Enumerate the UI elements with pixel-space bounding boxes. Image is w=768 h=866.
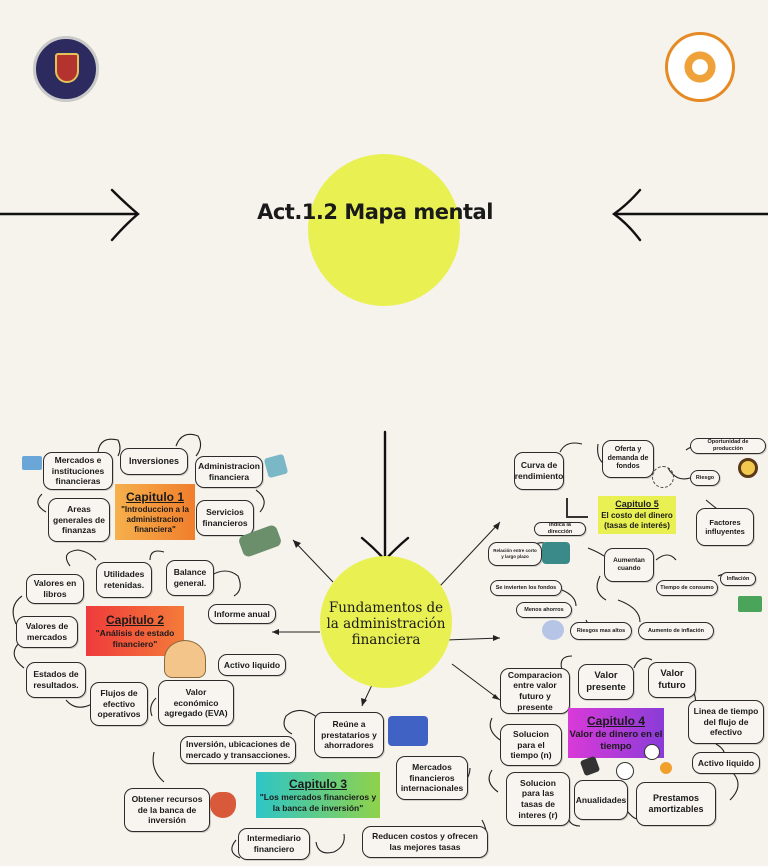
node-inflacion: Inflación [720, 572, 756, 586]
faculty-seal-logo [665, 32, 735, 102]
risk-icon [542, 620, 564, 640]
chapter3-subtitle: "Los mercados financieros y la banca de … [259, 791, 377, 813]
node-aumentan-cuando: Aumentan cuando [604, 548, 654, 582]
gear-people-icon [652, 466, 674, 488]
node-riesgo: Riesgo [690, 470, 720, 486]
person-chart-icon [164, 640, 206, 678]
node-se-invierten-fondos: Se invierten los fondos [490, 580, 562, 596]
chapter3-box: Capitulo 3 "Los mercados financieros y l… [256, 772, 380, 818]
chapter1-title: Capitulo 1 [125, 489, 184, 504]
node-curva-rendimiento: Curva de rendimiento [514, 452, 564, 490]
node-administracion-financiera: Administracion financiera [195, 456, 263, 488]
node-menos-ahorros: Menos ahorros [516, 602, 572, 618]
node-reune-prestatarios: Reúne a prestatarios y ahorradores [314, 712, 384, 758]
node-intermediario-financiero: Intermediario financiero [238, 828, 310, 860]
node-riesgos-altos: Riesgos mas altos [570, 622, 632, 640]
central-topic: Fundamentos de la administración financi… [326, 600, 446, 649]
node-valores-mercados: Valores de mercados [16, 616, 78, 648]
chapter4-title: Capitulo 4 [586, 713, 645, 728]
node-indica-direccion: Indica la dirección [534, 522, 586, 536]
node-activo-liquido-2: Activo liquido [218, 654, 286, 676]
page-title: Act.1.2 Mapa mental [257, 200, 493, 224]
cashier-icon [388, 716, 428, 746]
node-valores-libros: Valores en libros [26, 574, 84, 604]
gold-coin-icon [660, 762, 672, 774]
node-valor-economico: Valor económico agregado (EVA) [158, 680, 234, 726]
handshake-icon-2 [542, 542, 570, 564]
node-balance-general: Balance general. [166, 560, 214, 596]
node-activo-liquido-4: Activo liquido [692, 752, 760, 774]
node-mercados-internacionales: Mercados financieros internacionales [396, 756, 468, 800]
clock-icon [644, 744, 660, 760]
node-reducen-costos: Reducen costos y ofrecen las mejores tas… [362, 826, 488, 858]
node-estados-resultados: Estados de resultados. [26, 662, 86, 698]
university-seal-logo [33, 36, 99, 102]
node-utilidades-retenidas: Utilidades retenidas. [96, 562, 152, 598]
node-aumento-inflacion: Aumento de inflación [638, 622, 714, 640]
title-circle [308, 154, 460, 306]
chapter2-title: Capitulo 2 [105, 612, 164, 627]
chapter5-title: Capitulo 5 [615, 499, 659, 510]
central-topic-circle [320, 556, 452, 688]
node-obtener-recursos: Obtener recursos de la banca de inversió… [124, 788, 210, 832]
node-areas-generales: Areas generales de finanzas [48, 498, 110, 542]
node-comparacion-valores: Comparacion entre valor futuro y present… [500, 668, 570, 714]
node-informe-anual: Informe anual [208, 604, 276, 624]
chapter1-box: Capitulo 1 "Introduccion a la administra… [115, 484, 195, 540]
node-linea-tiempo: Linea de tiempo del flujo de efectivo [688, 700, 764, 744]
node-relacion-plazo: Relación entre corto y largo plazo [488, 542, 542, 566]
money-bag-icon [210, 792, 236, 818]
chapter1-subtitle: "Introduccion a la administracion financ… [121, 504, 189, 534]
node-mercados-instituciones: Mercados e instituciones financieras [43, 452, 113, 490]
node-factores-influyentes: Factores influyentes [696, 508, 754, 546]
magnifier-icon [738, 458, 758, 478]
node-prestamos-amortizables: Prestamos amortizables [636, 782, 716, 826]
node-inversion-ubicaciones: Inversión, ubicaciones de mercado y tran… [180, 736, 296, 764]
money-icon [22, 456, 42, 470]
dollar-arrow-icon [738, 596, 762, 612]
chapter2-subtitle: "Análisis de estado financiero" [95, 627, 175, 649]
chapter5-box: Capitulo 5 El costo del dinero (tasas de… [598, 496, 676, 534]
chapter4-subtitle: Valor de dinero en el tiempo [569, 728, 663, 752]
node-anualidades: Anualidades [574, 780, 628, 820]
node-tiempo-consumo: Tiempo de consumo [656, 580, 718, 596]
node-oferta-demanda: Oferta y demanda de fondos [602, 440, 654, 478]
node-inversiones: Inversiones [120, 448, 188, 475]
node-servicios-financieros: Servicios financieros [196, 500, 254, 536]
growth-chart-icon [566, 498, 588, 518]
node-valor-futuro: Valor futuro [648, 662, 696, 698]
node-valor-presente: Valor presente [578, 664, 634, 700]
chapter5-subtitle: El costo del dinero (tasas de interés) [601, 510, 673, 530]
node-solucion-tiempo: Solucion para el tiempo (n) [500, 724, 562, 766]
coin-icon [616, 762, 634, 780]
chapter3-title: Capitulo 3 [288, 776, 347, 791]
node-flujos-efectivo: Flujos de efectivo operativos [90, 682, 148, 726]
node-oportunidad-produccion: Oportunidad de producción [690, 438, 766, 454]
node-solucion-tasas: Solucion para las tasas de interes (r) [506, 772, 570, 826]
